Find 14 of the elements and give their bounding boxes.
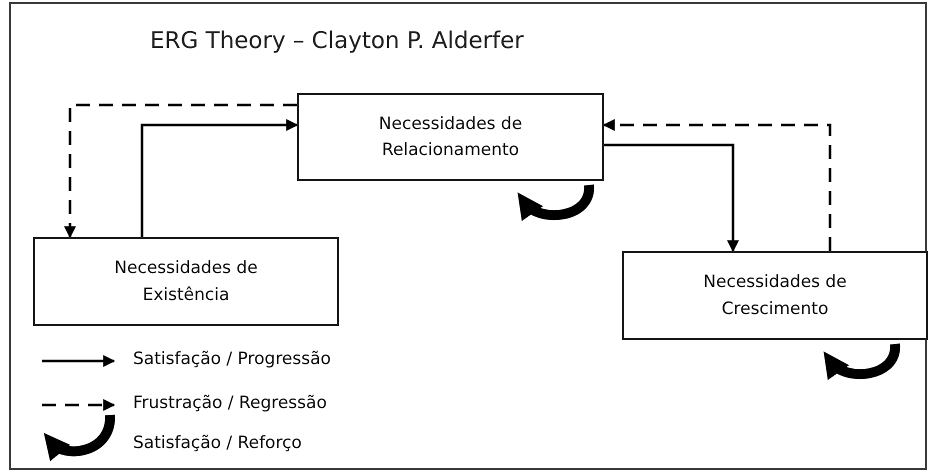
arrow (64, 104, 297, 238)
arrow (140, 119, 298, 237)
legend-label: Satisfação / Progressão (133, 349, 331, 369)
legend-label: Satisfação / Reforço (133, 433, 302, 453)
legend-label: Frustração / Regressão (133, 393, 327, 413)
box-label: Necessidades de Relacionamento (378, 112, 524, 162)
arrow (604, 144, 739, 252)
process-box (297, 93, 604, 181)
diagram-title: ERG Theory – Clayton P. Alderfer (150, 28, 524, 54)
box-label: Necessidades de Crescimento (702, 271, 848, 320)
arrow (602, 119, 832, 251)
box-label: Necessidades de Existência (113, 257, 259, 306)
process-box (622, 251, 928, 340)
process-box (33, 237, 339, 326)
